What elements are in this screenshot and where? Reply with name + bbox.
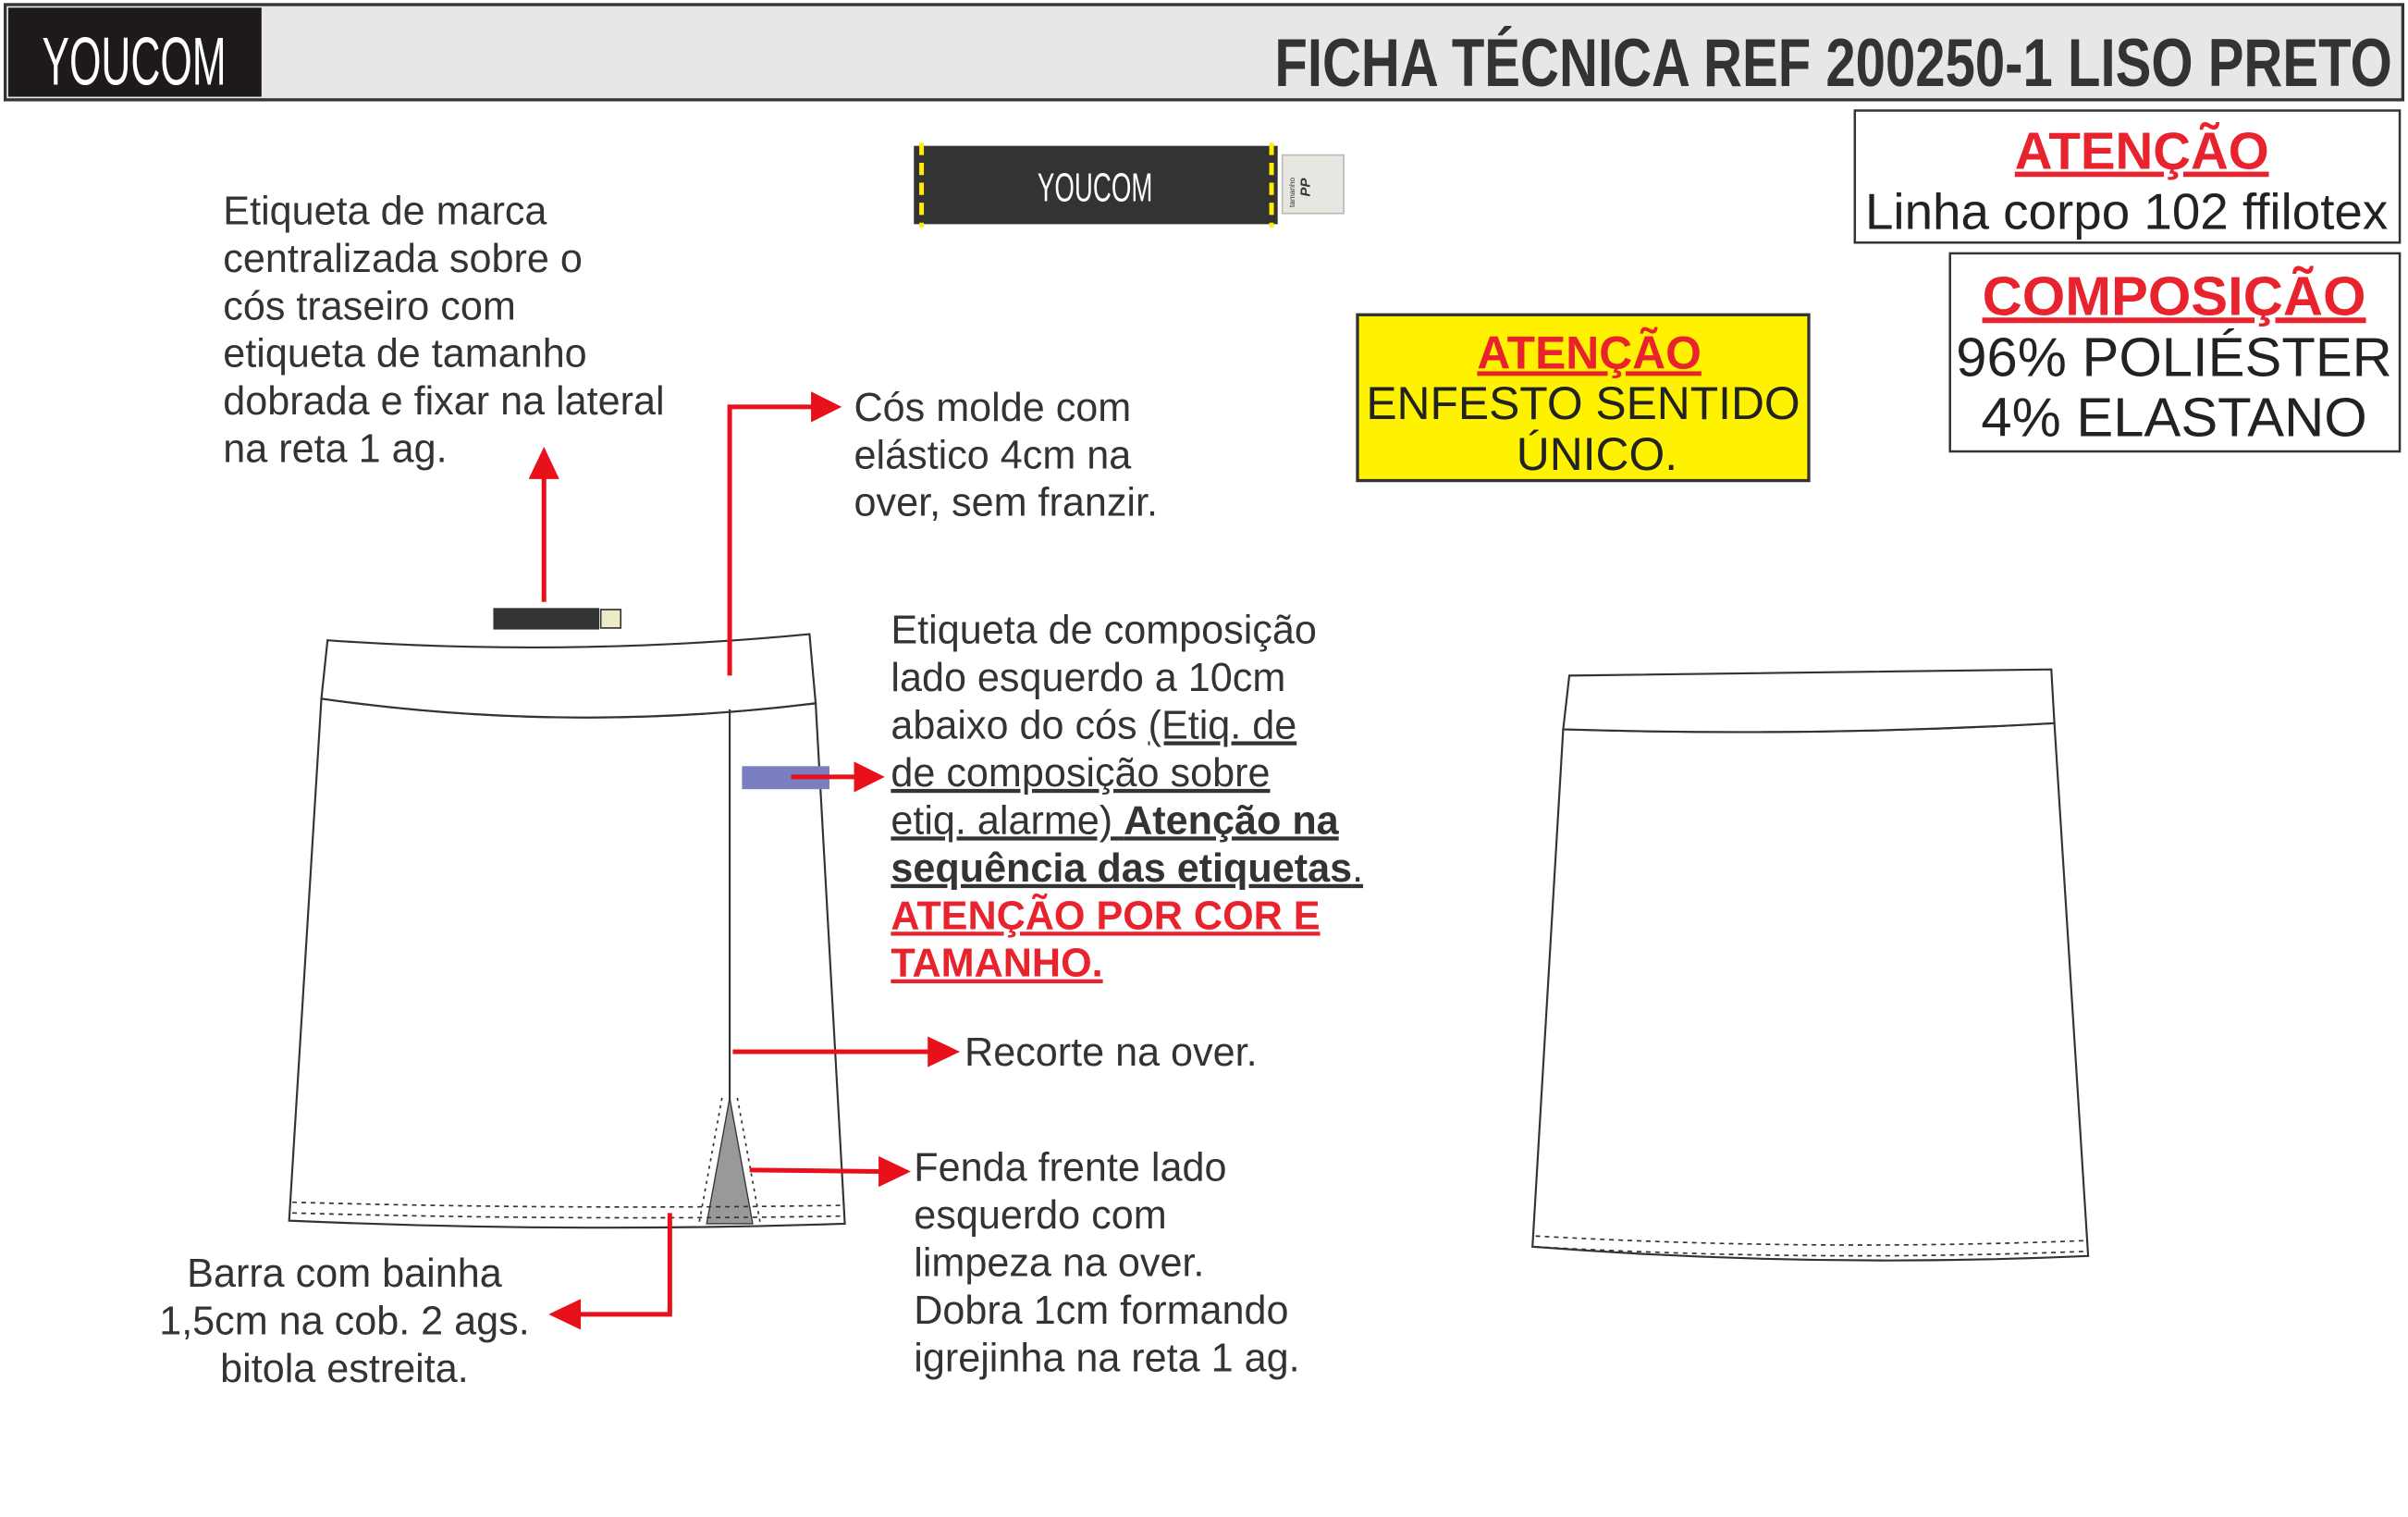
skirt-front-drawing xyxy=(288,608,846,1229)
note-line: Cós molde com xyxy=(854,386,1132,430)
waistband-note: Cós molde com elástico 4cm na over, sem … xyxy=(854,386,1158,525)
composition-line: 96% POLIÉSTER xyxy=(1956,327,2392,388)
note-line: 1,5cm na cob. 2 ags. xyxy=(159,1299,529,1343)
note-line: dobrada e fixar na lateral xyxy=(223,379,664,424)
brand-label-marker xyxy=(493,608,599,630)
brand-label-illustration: YOUCOM tamanho PP xyxy=(914,142,1345,228)
size-tag-value: PP xyxy=(1298,179,1314,197)
note-line: centralizada sobre o xyxy=(223,237,582,281)
note-part: sequência das etiquetas xyxy=(891,846,1352,891)
header: YOUCOM FICHA TÉCNICA REF 200250-1 LISO P… xyxy=(3,3,2405,102)
cut-note: Recorte na over. xyxy=(964,1030,1258,1075)
note-line: Barra com bainha xyxy=(187,1252,502,1296)
attention-spread-line: ÚNICO. xyxy=(1517,428,1677,480)
composition-box: COMPOSIÇÃO 96% POLIÉSTER 4% ELASTANO xyxy=(1948,252,2402,453)
note-line: igrejinha na reta 1 ag. xyxy=(914,1336,1299,1380)
composition-title: COMPOSIÇÃO xyxy=(1983,265,2366,327)
note-part: . xyxy=(1352,846,1363,891)
note-line: bitola estreita. xyxy=(220,1347,469,1391)
composition-line: 4% ELASTANO xyxy=(1981,386,2366,448)
note-line: over, sem franzir. xyxy=(854,481,1158,525)
note-part: (Etiq. de xyxy=(1149,703,1297,747)
attention-spread-title: ATENÇÃO xyxy=(1477,327,1701,378)
slit-note: Fenda frente lado esquerdo com limpeza n… xyxy=(914,1145,1299,1380)
note-line: Etiqueta de composição xyxy=(891,609,1316,653)
logo-box xyxy=(7,7,262,97)
note-line: abaixo do cós (Etiq. de xyxy=(891,703,1296,747)
note-line: esquerdo com xyxy=(914,1193,1166,1238)
logo: YOUCOM xyxy=(42,24,226,99)
note-line: Etiqueta de marca xyxy=(223,189,547,233)
note-line: de composição sobre xyxy=(891,751,1270,796)
brand-label-note: Etiqueta de marca centralizada sobre o c… xyxy=(223,189,664,471)
note-part: Atenção na xyxy=(1124,798,1340,843)
note-line: limpeza na over. xyxy=(914,1240,1204,1285)
note-line: etiq. alarme) Atenção na xyxy=(891,798,1339,843)
note-line: etiqueta de tamanho xyxy=(223,332,586,376)
label-logo: YOUCOM xyxy=(1038,166,1152,210)
note-line: elástico 4cm na xyxy=(854,433,1132,477)
callout-arrows xyxy=(528,391,961,1330)
thread-text: Linha corpo 102 ffilotex xyxy=(1865,182,2388,240)
note-line: sequência das etiquetas. xyxy=(891,846,1363,891)
attention-title: ATENÇÃO xyxy=(2015,122,2269,180)
note-line: Dobra 1cm formando xyxy=(914,1289,1288,1333)
size-tag-label: tamanho xyxy=(1287,177,1296,207)
note-line: Fenda frente lado xyxy=(914,1145,1226,1190)
note-line: na reta 1 ag. xyxy=(223,427,447,472)
note-line: TAMANHO. xyxy=(891,942,1102,986)
attention-spread-box: ATENÇÃO ENFESTO SENTIDO ÚNICO. xyxy=(1356,313,1811,483)
attention-spread-line: ENFESTO SENTIDO xyxy=(1366,377,1800,429)
note-part: etiq. alarme) xyxy=(891,798,1124,843)
note-line: cós traseiro com xyxy=(223,284,515,328)
skirt-back-drawing xyxy=(1531,668,2090,1262)
page-title: FICHA TÉCNICA REF 200250-1 LISO PRETO xyxy=(1274,26,2391,101)
note-line: ATENÇÃO POR COR E xyxy=(891,894,1320,938)
note-line: lado esquerdo a 10cm xyxy=(891,656,1285,700)
composition-label-note: Etiqueta de composição lado esquerdo a 1… xyxy=(891,609,1363,986)
attention-thread-box: ATENÇÃO Linha corpo 102 ffilotex xyxy=(1853,109,2402,244)
hem-note: Barra com bainha 1,5cm na cob. 2 ags. bi… xyxy=(159,1252,529,1391)
note-part: abaixo do cós xyxy=(891,703,1148,747)
